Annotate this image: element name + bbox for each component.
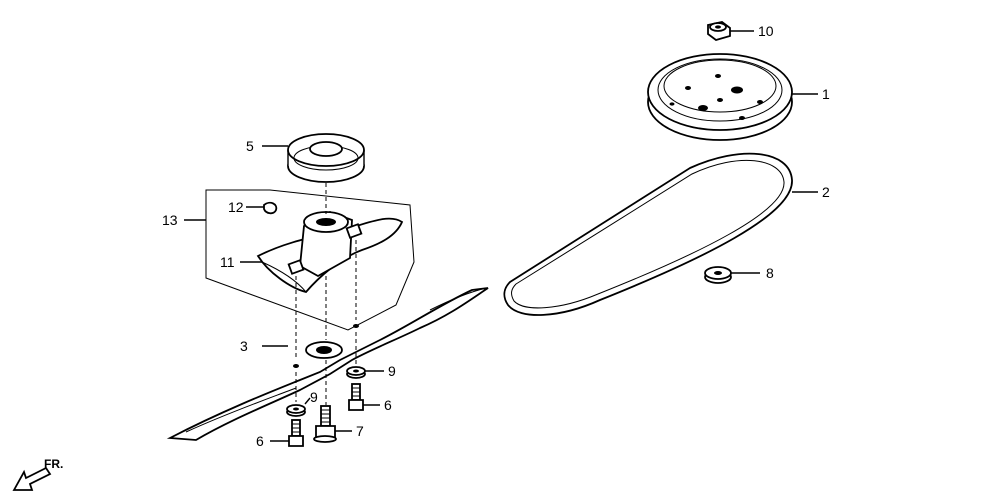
part-11-blade-holder	[256, 211, 404, 294]
callout-8: 8	[766, 265, 774, 281]
callout-13: 13	[162, 212, 178, 228]
front-direction-label: FR.	[44, 457, 63, 471]
part-12-key	[263, 201, 278, 215]
part-3-blade	[166, 287, 489, 441]
callout-7: 7	[356, 423, 364, 439]
callout-1: 1	[822, 86, 830, 102]
alignment-lines	[295, 183, 357, 405]
callout-3: 3	[240, 338, 248, 354]
callout-9-right: 9	[388, 363, 396, 379]
part-5-blade-pulley	[287, 133, 365, 183]
callout-11: 11	[220, 254, 235, 270]
callout-12: 12	[228, 199, 244, 215]
part-6-bolt-left	[288, 419, 304, 447]
front-direction-arrow-icon	[12, 466, 52, 491]
part-2-belt	[503, 152, 793, 316]
part-6-bolt-right	[348, 383, 364, 411]
callout-10: 10	[758, 23, 774, 39]
callout-2: 2	[822, 184, 830, 200]
part-9-washer-left	[286, 404, 306, 417]
part-7-center-bolt	[313, 405, 337, 443]
callout-5: 5	[246, 138, 254, 154]
part-8-washer	[704, 266, 732, 284]
callout-6-left: 6	[256, 433, 264, 449]
part-10-nut	[707, 21, 731, 41]
part-1-pulley	[647, 53, 793, 141]
assembly-13-outline	[205, 189, 415, 331]
part-9-washer-right	[346, 366, 366, 379]
callout-9-left: 9	[310, 389, 318, 405]
callout-6-right: 6	[384, 397, 392, 413]
